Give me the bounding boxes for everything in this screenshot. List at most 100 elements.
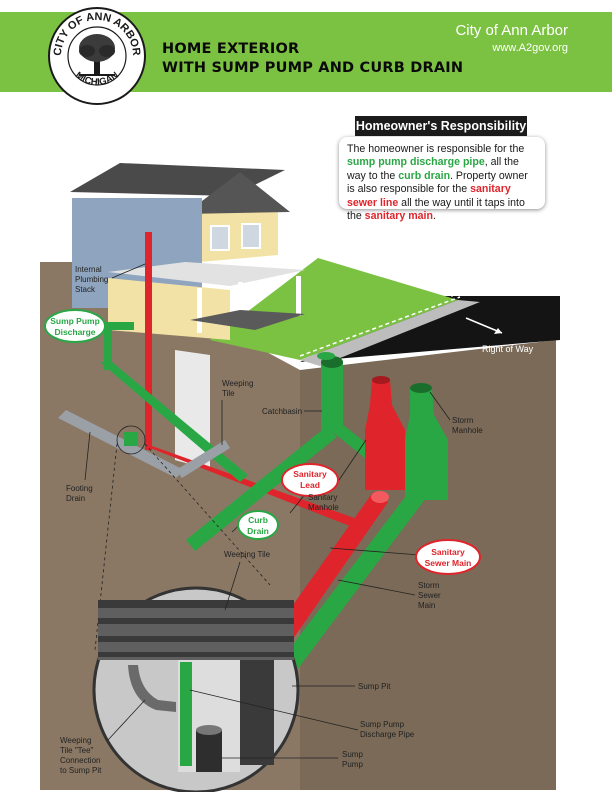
weeping-tile-detail-leader bbox=[224, 561, 241, 611]
property-line bbox=[299, 296, 461, 357]
label-curb-drain-1: Curb bbox=[248, 515, 268, 525]
responsibility-heading: Homeowner's Responsibility bbox=[355, 116, 527, 136]
detail-line-right bbox=[144, 443, 271, 586]
label-sump-discharge-2: Discharge bbox=[54, 327, 95, 337]
basement-wall bbox=[175, 350, 210, 470]
label-sanitary-main-1: Sanitary bbox=[431, 547, 465, 557]
weeping-tile-pipe bbox=[176, 440, 230, 478]
resp-highlight-sanitary-main: sanitary main bbox=[364, 210, 433, 223]
sump-detail-circle bbox=[92, 586, 300, 792]
city-seal-icon: CITY OF ANN ARBOR MICHIGAN bbox=[48, 7, 146, 105]
resp-text-5: . bbox=[432, 210, 436, 223]
plumbing-stack-pipe bbox=[145, 232, 152, 450]
responsibility-box: The homeowner is responsible for the sum… bbox=[339, 137, 545, 222]
page-title: HOME EXTERIOR WITH SUMP PUMP AND CURB DR… bbox=[162, 40, 463, 78]
label-sump-pump-1: Sump bbox=[342, 750, 363, 759]
sanitary-lead-callout bbox=[281, 463, 339, 497]
label-tee-1: Weeping bbox=[60, 736, 91, 745]
label-sanitary-lead-1: Sanitary bbox=[293, 469, 327, 479]
house-lower-wall bbox=[108, 278, 230, 340]
right-of-way-arrowhead bbox=[494, 328, 502, 334]
storm-sewer-main bbox=[272, 480, 432, 682]
website-link[interactable]: www.A2gov.org bbox=[492, 42, 568, 54]
porch-post-1 bbox=[197, 288, 202, 333]
label-sump-pit: Sump Pit bbox=[358, 682, 391, 691]
header-banner: CITY OF ANN ARBOR MICHIGAN HOME EXTERIOR… bbox=[0, 0, 612, 105]
internal-stack-leader bbox=[111, 263, 146, 279]
sump-discharge-pipe bbox=[104, 322, 134, 370]
label-sump-pump-2: Pump bbox=[342, 760, 363, 769]
title-line-2: WITH SUMP PUMP AND CURB DRAIN bbox=[162, 60, 464, 76]
lawn bbox=[210, 258, 458, 360]
catchbasin-cap bbox=[317, 352, 335, 360]
sidewalk bbox=[300, 300, 480, 366]
label-footing-drain-2: Drain bbox=[66, 494, 85, 503]
label-weeping-tile-2: Tile bbox=[222, 389, 235, 398]
sump-discharge-callout bbox=[44, 309, 106, 343]
label-storm-main-3: Main bbox=[418, 601, 435, 610]
right-of-way-arrow bbox=[465, 317, 503, 334]
sanitary-main-callout bbox=[415, 539, 481, 575]
label-sanitary-manhole-2: Manhole bbox=[308, 503, 339, 512]
resp-text-4: all the way until it taps into the bbox=[347, 196, 525, 223]
porch-roof bbox=[108, 262, 305, 286]
sanitary-manhole-top bbox=[372, 376, 390, 384]
catchbasin bbox=[321, 362, 343, 432]
label-sump-discharge-pipe-2: Discharge Pipe bbox=[360, 730, 415, 739]
house-window-upper-2 bbox=[241, 223, 261, 249]
house-window-upper bbox=[210, 225, 230, 251]
label-sump-discharge-1: Sump Pump bbox=[50, 316, 100, 326]
label-sanitary-manhole-1: Sanitary bbox=[308, 493, 337, 502]
label-tee-2: Tile "Tee" bbox=[60, 746, 94, 755]
label-storm-main-2: Sewer bbox=[418, 591, 441, 600]
tee-leader bbox=[107, 699, 146, 741]
label-sanitary-main-2: Sewer Main bbox=[425, 558, 472, 568]
label-internal-stack-3: Stack bbox=[75, 285, 96, 294]
label-weeping-tile-detail: Weeping Tile bbox=[224, 550, 271, 559]
storm-manhole bbox=[405, 388, 448, 500]
label-internal-stack-2: Plumbing bbox=[75, 275, 108, 284]
porch-post-3 bbox=[296, 276, 301, 316]
label-sanitary-lead-2: Lead bbox=[300, 480, 320, 490]
label-internal-stack-1: Internal bbox=[75, 265, 102, 274]
curb-drain-pipe bbox=[186, 426, 337, 551]
resp-text-2: , all the way to the bbox=[347, 156, 519, 182]
resp-text-3: . Property owner is also responsible for… bbox=[347, 169, 528, 196]
resp-text-1: The homeowner is responsible for the bbox=[347, 143, 525, 155]
footing-drain-pipe bbox=[58, 410, 184, 478]
curb-drain-callout bbox=[237, 510, 279, 540]
label-tee-4: to Sump Pit bbox=[60, 766, 102, 775]
storm-main-leader bbox=[337, 579, 416, 596]
porch-post-2 bbox=[238, 282, 243, 327]
label-footing-drain-1: Footing bbox=[66, 484, 93, 493]
label-sump-discharge-pipe-1: Sump Pump bbox=[360, 720, 405, 729]
storm-manhole-top bbox=[410, 383, 432, 393]
label-curb-drain-2: Drain bbox=[247, 526, 269, 536]
storm-manhole-leader bbox=[429, 391, 451, 421]
label-tee-3: Connection bbox=[60, 756, 100, 765]
sanitary-manhole bbox=[365, 380, 405, 490]
label-weeping-tile-1: Weeping bbox=[222, 379, 253, 388]
footing-drain-leader bbox=[84, 431, 91, 481]
label-catchbasin: Catchbasin bbox=[262, 407, 302, 416]
tree-icon bbox=[79, 34, 115, 76]
label-right-of-way: Right of Way bbox=[482, 344, 534, 354]
label-storm-manhole-2: Manhole bbox=[452, 426, 483, 435]
city-name: City of Ann Arbor bbox=[455, 22, 568, 39]
discharge-pipe-leader bbox=[189, 689, 359, 731]
label-storm-manhole-1: Storm bbox=[452, 416, 474, 425]
sanitary-main-end bbox=[371, 491, 389, 503]
label-storm-main-1: Storm bbox=[418, 581, 440, 590]
sanitary-manhole-leader bbox=[336, 439, 367, 484]
sanitary-main-leader bbox=[329, 547, 421, 556]
house-gable bbox=[185, 172, 290, 214]
title-line-1: HOME EXTERIOR bbox=[162, 41, 300, 57]
driveway bbox=[190, 310, 305, 330]
detail-line-left bbox=[94, 443, 118, 651]
resp-highlight-sanitary-line: sanitary sewer line bbox=[347, 183, 511, 209]
resp-highlight-discharge: sump pump discharge pipe bbox=[347, 156, 485, 169]
resp-highlight-curb: curb drain bbox=[398, 169, 451, 182]
sump-pit-small bbox=[124, 432, 138, 446]
